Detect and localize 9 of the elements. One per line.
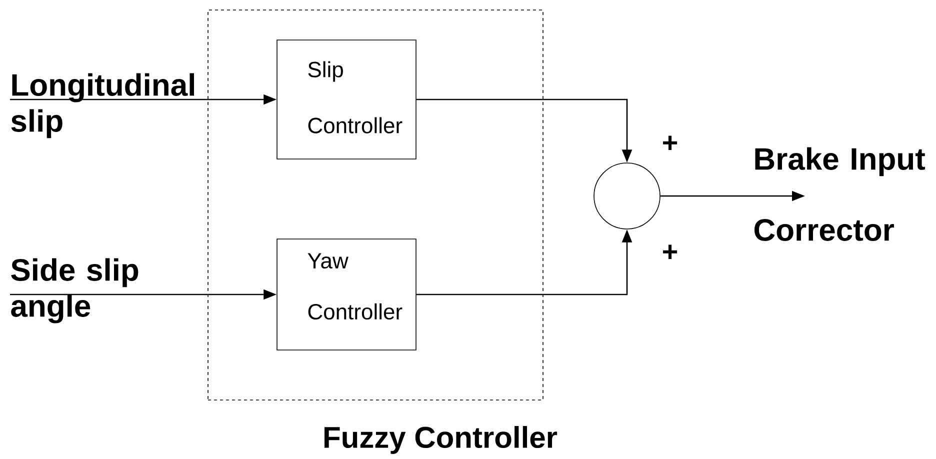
sign-label: +	[663, 136, 678, 150]
input-label: Longitudinal slip	[11, 73, 194, 138]
sign-label: +	[663, 244, 678, 260]
group-title: Fuzzy Controller	[324, 426, 558, 454]
controller-box: Yaw Controller	[276, 238, 416, 350]
input-label: Brake Input Corrector	[754, 147, 926, 241]
summing-junction	[594, 162, 660, 230]
controller-box: Slip Controller	[276, 40, 416, 160]
input-label: Side slip angle	[11, 258, 138, 324]
